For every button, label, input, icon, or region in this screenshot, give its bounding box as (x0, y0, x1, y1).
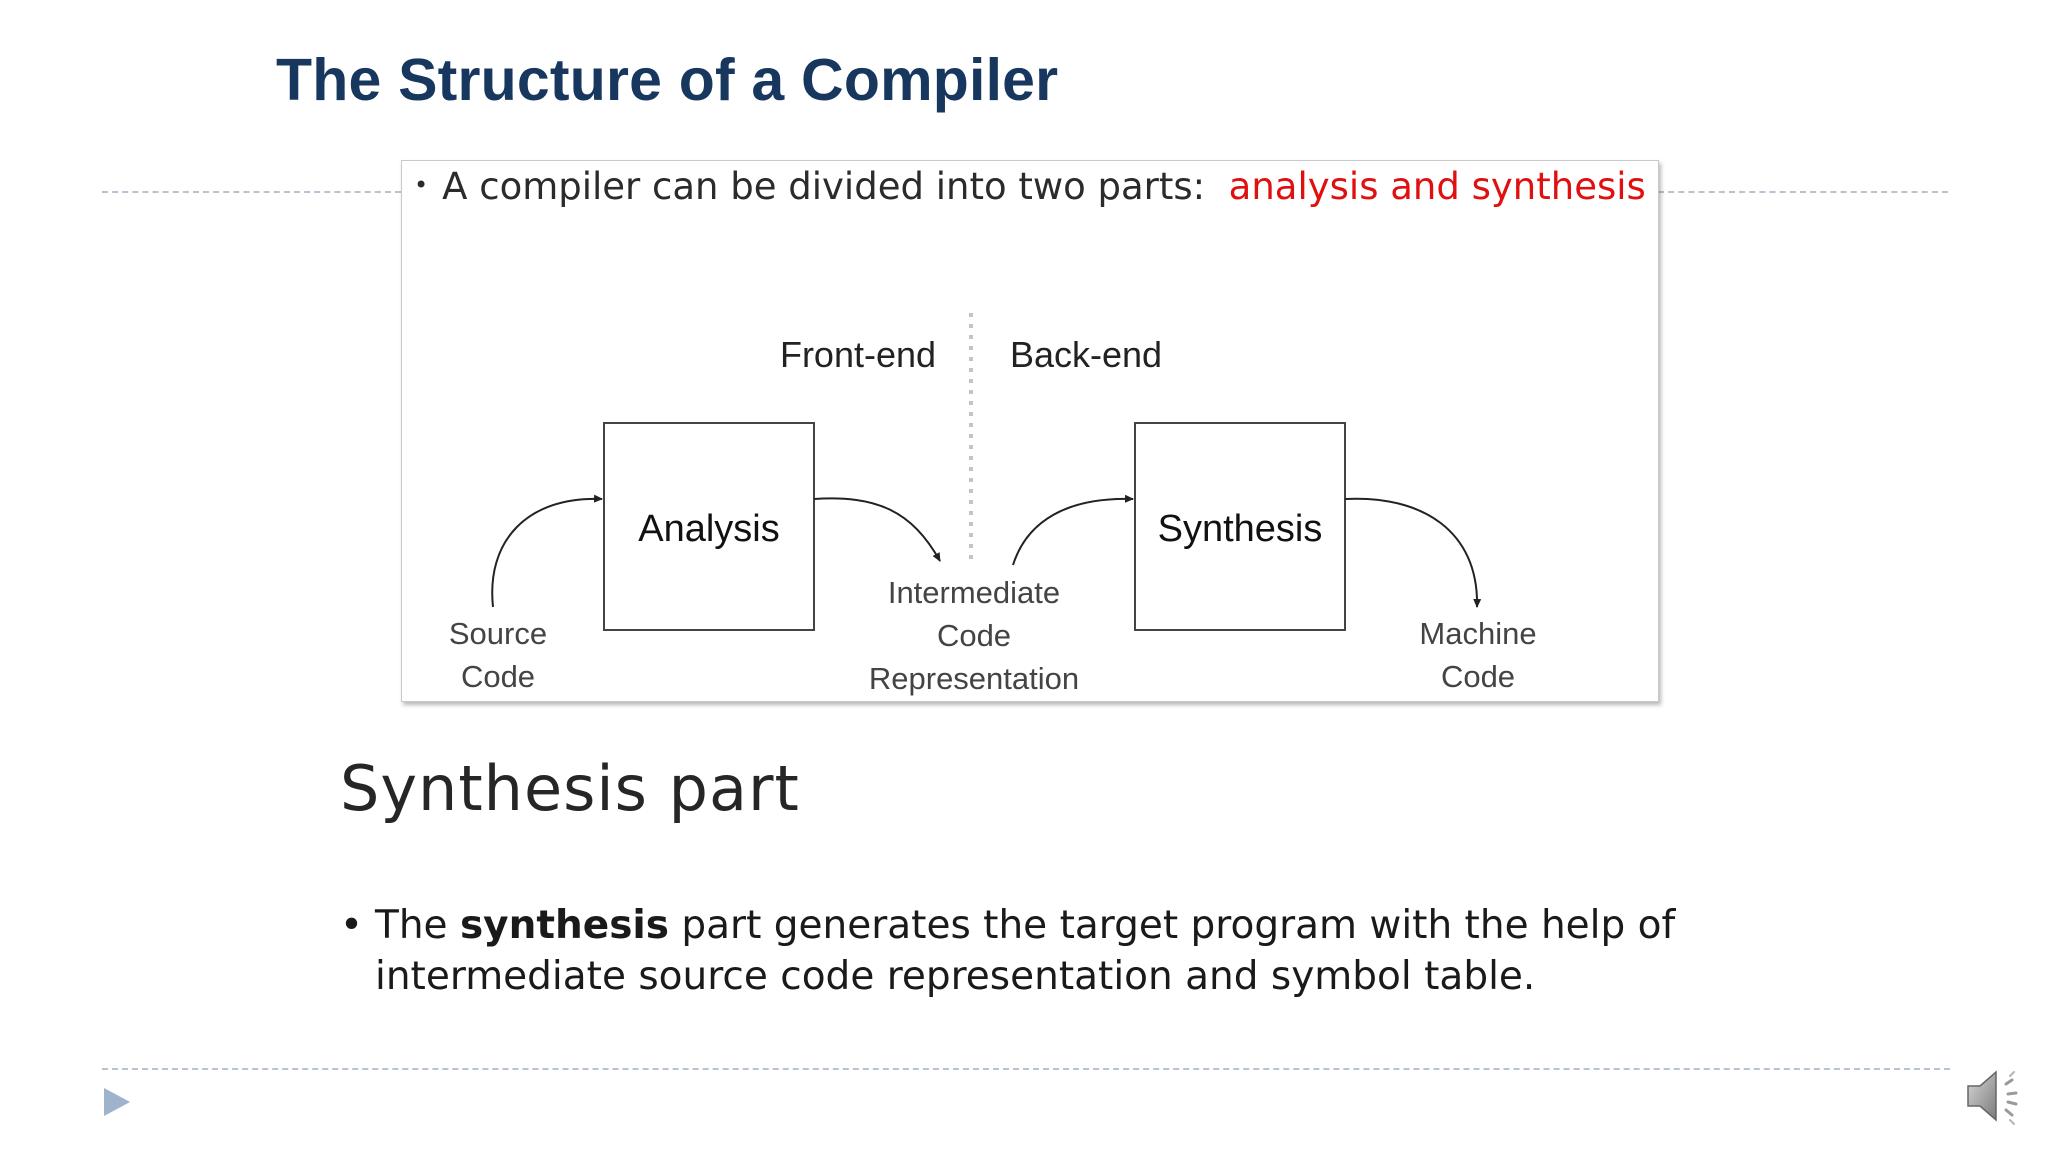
top-dashed-rule-right (1658, 191, 1948, 193)
speaker-icon[interactable] (1962, 1062, 2030, 1130)
intermediate-to-synthesis-arrow (1012, 494, 1134, 566)
synthesis-bullet: •The synthesis part generates the target… (340, 900, 1790, 1002)
analysis-to-intermediate-arrow (813, 497, 941, 562)
compiler-structure-figure: • A compiler can be divided into two part… (401, 160, 1659, 702)
bullet-dot: • (340, 903, 364, 948)
intermediate-label-line3: Representation (869, 661, 1079, 696)
synthesis-box (1134, 422, 1346, 631)
section-heading: Synthesis part (340, 752, 800, 825)
top-dashed-rule-left (102, 191, 401, 193)
machine-code-label-line2: Code (1441, 659, 1515, 694)
bullet-text-bold: synthesis (459, 903, 669, 948)
synthesis-box-label: Synthesis (1158, 508, 1323, 550)
compiler-diagram: Front-end Back-end Analysis Synthesis So… (449, 313, 1537, 696)
bullet-text-pre: The (375, 903, 460, 948)
synthesis-bullet-line2: intermediate source code representation … (375, 954, 1536, 999)
source-code-label-line1: Source (449, 616, 547, 651)
synthesis-bullet-line1: •The synthesis part generates the target… (340, 900, 1790, 951)
figure-bullet-text: A compiler can be divided into two parts… (442, 165, 1206, 208)
play-triangle-icon[interactable] (102, 1086, 132, 1118)
intermediate-label-line1: Intermediate (888, 575, 1060, 610)
analysis-box (603, 422, 815, 631)
back-end-label: Back-end (1010, 334, 1162, 375)
figure-bullet-highlight: analysis and synthesis (1228, 165, 1646, 208)
source-to-analysis-arrow (491, 494, 603, 608)
figure-bullet: • A compiler can be divided into two part… (414, 165, 1646, 208)
slide-title: The Structure of a Compiler (276, 47, 1059, 113)
analysis-box-label: Analysis (638, 508, 780, 550)
machine-code-label-line1: Machine (1419, 616, 1536, 651)
source-code-label-line2: Code (461, 659, 535, 694)
front-end-label: Front-end (780, 334, 936, 375)
bullet-dot: • (414, 171, 429, 199)
bullet-text-rest: part generates the target program with t… (669, 903, 1676, 948)
synthesis-to-machine-arrow (1344, 497, 1482, 608)
bottom-dashed-rule (102, 1068, 1950, 1070)
intermediate-label-line2: Code (937, 618, 1011, 653)
